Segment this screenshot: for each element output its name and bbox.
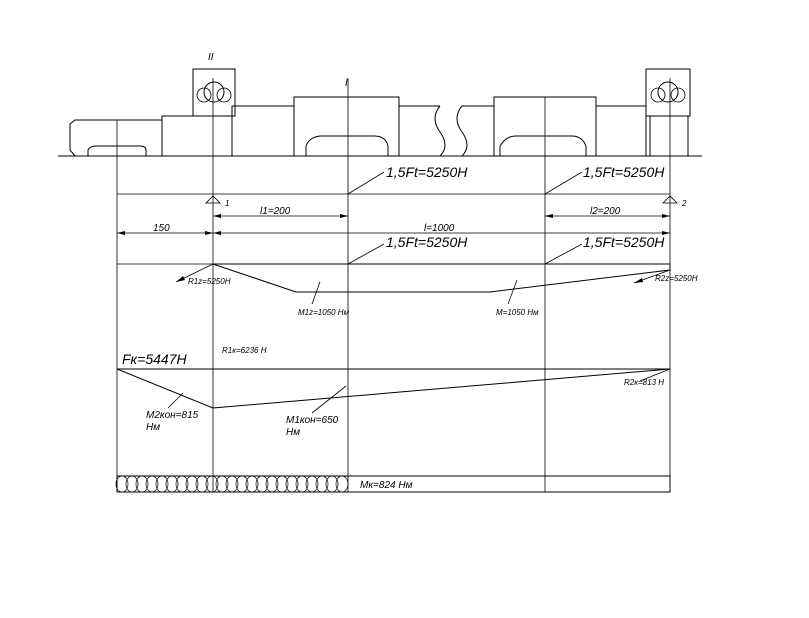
torque-loop xyxy=(305,475,319,493)
torque-loop xyxy=(185,475,199,493)
label-m-right: M=1050 Нм xyxy=(496,308,539,317)
m1z-leader xyxy=(311,281,321,305)
m1kon-leader xyxy=(311,385,347,414)
label-dim-l1: l1=200 xyxy=(260,206,291,217)
torque-loop xyxy=(125,475,139,493)
label-dim-l: l=1000 xyxy=(424,223,455,234)
torque-loop xyxy=(195,475,209,493)
shaft-right-end xyxy=(649,115,689,157)
torque-loop xyxy=(275,475,289,493)
torque-loop xyxy=(225,475,239,493)
torque-loop xyxy=(295,475,309,493)
label-fk: Fк=5447Н xyxy=(122,351,187,367)
gear-2-hub xyxy=(499,135,587,156)
label-mk: Mк=824 Нм xyxy=(360,480,413,491)
torque-loop xyxy=(115,475,129,493)
r2k-arrow xyxy=(639,368,671,382)
gear-1-hub xyxy=(305,135,389,156)
label-gear-1-roman: I xyxy=(345,78,348,89)
torque-loop xyxy=(165,475,179,493)
torque-loop xyxy=(175,475,189,493)
force-leader-top-right xyxy=(544,171,583,195)
label-force-top-right: 1,5Ft=5250H xyxy=(583,164,665,180)
shaft-step-2 xyxy=(231,105,295,157)
m-leader xyxy=(507,279,518,305)
label-support-2-roman: II xyxy=(208,52,214,63)
label-m1kon: M1кон=650 xyxy=(286,415,339,426)
label-m2kon: M2кон=815 xyxy=(146,410,199,421)
label-dim-150: 150 xyxy=(153,223,170,234)
torque-loop xyxy=(235,475,249,493)
keyway-left xyxy=(87,145,147,156)
torque-loop xyxy=(245,475,259,493)
m2kon-leader xyxy=(167,392,184,409)
torque-loop xyxy=(205,475,219,493)
shaft-left-end xyxy=(69,119,163,157)
label-force-top-left: 1,5Ft=5250H xyxy=(386,164,468,180)
label-support-1: 1 xyxy=(225,199,229,208)
label-dim-l2: l2=200 xyxy=(590,206,621,217)
torque-loop xyxy=(315,475,329,493)
moment-diagram-vertical xyxy=(175,243,671,305)
label-force-mid-right: 1,5Ft=5250H xyxy=(583,234,665,250)
bearing-left xyxy=(192,68,236,117)
torque-loop xyxy=(145,475,159,493)
break-line-1 xyxy=(434,105,446,157)
moment-area-horizontal xyxy=(116,368,671,409)
force-leader-mid-right xyxy=(544,243,583,265)
torque-loop xyxy=(265,475,279,493)
break-line-2 xyxy=(456,105,468,157)
label-force-mid-left: 1,5Ft=5250H xyxy=(386,234,468,250)
label-m1kon-unit: Нм xyxy=(286,427,300,438)
support-1-triangle xyxy=(205,195,221,204)
shaft-step-1 xyxy=(161,115,233,157)
label-r1k: R1к=6236 Н xyxy=(222,346,267,355)
shaft-drawing xyxy=(58,68,702,157)
moment-diagram-horizontal xyxy=(116,368,671,414)
torque-loop xyxy=(135,475,149,493)
shaft-step-3 xyxy=(595,105,647,157)
label-r2k: R2к=813 Н xyxy=(624,378,664,387)
label-r2z: R2z=5250H xyxy=(655,274,698,283)
force-leader-top-left xyxy=(347,171,385,195)
vertical-guides xyxy=(116,78,671,492)
label-support-2: 2 xyxy=(681,199,687,208)
torque-loops xyxy=(115,475,349,493)
support-2-triangle xyxy=(662,195,678,204)
torque-loop xyxy=(255,475,269,493)
gear-1 xyxy=(293,96,400,157)
torque-loop xyxy=(335,475,349,493)
torque-loop xyxy=(325,475,339,493)
torque-diagram xyxy=(115,475,671,493)
label-r1z: R1z=5250H xyxy=(188,277,231,286)
dimension-lines xyxy=(117,214,670,235)
torque-loop xyxy=(155,475,169,493)
label-m2kon-unit: Нм xyxy=(146,422,160,433)
force-leader-mid-left xyxy=(347,243,385,265)
torque-loop xyxy=(215,475,229,493)
moment-area-vertical xyxy=(212,263,671,293)
label-m1z: M1z=1050 Нм xyxy=(298,308,350,317)
torque-loop xyxy=(285,475,299,493)
bearing-right xyxy=(645,68,691,117)
